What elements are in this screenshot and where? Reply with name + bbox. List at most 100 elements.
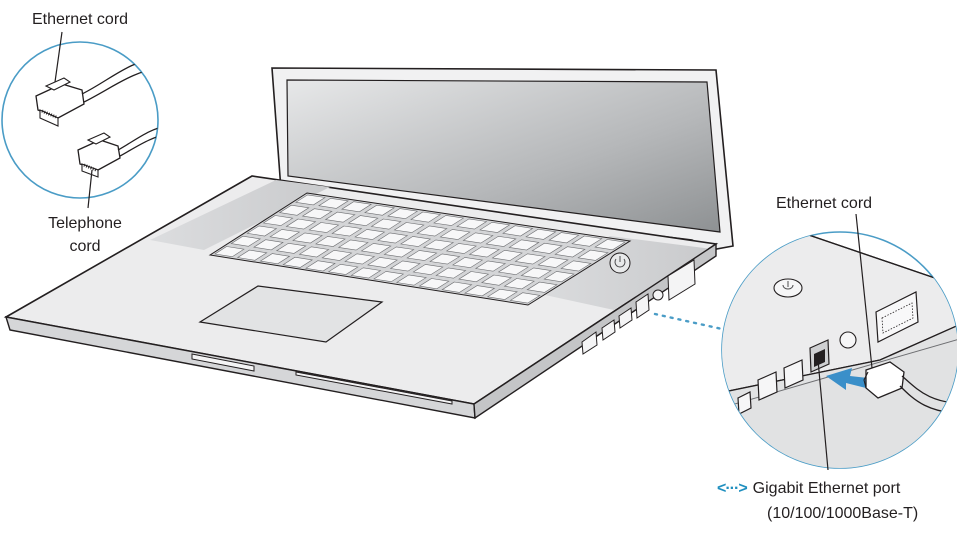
key (298, 246, 330, 258)
ethernet-cord-label-right: Ethernet cord (776, 195, 873, 212)
key (468, 246, 500, 258)
ethernet-plug-icon (35, 57, 158, 127)
key (410, 211, 442, 223)
key (462, 232, 494, 244)
telephone-cord-label: Telephone cord (40, 214, 130, 256)
key (246, 225, 278, 237)
key (486, 288, 518, 300)
key (458, 271, 490, 283)
key (331, 225, 363, 237)
key (269, 229, 301, 240)
key (347, 215, 379, 227)
key (502, 225, 534, 237)
key (422, 239, 455, 251)
key (543, 271, 575, 283)
key (474, 260, 507, 272)
key (560, 260, 592, 272)
power-button-icon (609, 252, 631, 274)
key (525, 228, 557, 240)
key (452, 257, 484, 269)
key (230, 235, 262, 247)
insert-arrow-icon (826, 368, 868, 390)
key (491, 249, 523, 261)
key (479, 221, 511, 233)
key (554, 246, 586, 258)
side-ports (581, 259, 696, 355)
ethernet-port-icon (809, 339, 830, 373)
key (253, 239, 284, 251)
key (295, 194, 326, 206)
key (526, 281, 558, 293)
key (508, 239, 540, 251)
key (282, 256, 314, 268)
key (370, 218, 402, 230)
key (456, 218, 488, 230)
key (439, 229, 471, 240)
port-closeup-inset (721, 213, 957, 471)
key (400, 236, 432, 247)
key (429, 253, 461, 265)
key (503, 278, 535, 290)
key (373, 271, 405, 283)
key (395, 274, 427, 286)
key (364, 204, 396, 216)
key (464, 285, 496, 297)
key (341, 201, 373, 213)
key (214, 246, 245, 258)
key (354, 229, 386, 240)
key (571, 235, 603, 247)
key (383, 246, 415, 258)
key (387, 208, 419, 220)
ethernet-cord-label-left: Ethernet cord (32, 11, 129, 28)
telephone-cord-label-line1: Telephone (48, 215, 122, 232)
gigabit-port-label: <···>Gigabit Ethernet port (717, 479, 900, 498)
key (433, 215, 465, 226)
key (520, 267, 552, 279)
key (441, 281, 473, 293)
key (337, 239, 369, 251)
gigabit-port-spec-label: (10/100/1000Base-T) (767, 505, 919, 522)
key (485, 235, 517, 247)
key (321, 249, 353, 261)
key (537, 256, 569, 268)
key (412, 264, 444, 276)
key (548, 232, 580, 244)
gigabit-port-label-line1: Gigabit Ethernet port (752, 480, 901, 497)
key (514, 253, 546, 265)
cord-comparison-inset (1, 31, 159, 209)
key (509, 292, 541, 304)
key (315, 236, 346, 247)
key (418, 278, 450, 290)
key (308, 222, 340, 233)
key (393, 222, 425, 233)
key (445, 243, 477, 254)
ethernet-plug-icon (863, 361, 957, 415)
key (318, 197, 349, 209)
key (275, 242, 307, 254)
key (292, 232, 323, 244)
key (350, 267, 382, 279)
laptop-illustration (3, 67, 734, 420)
key (435, 267, 467, 279)
trackpad (198, 285, 384, 343)
key (262, 215, 294, 226)
key (327, 263, 359, 275)
key (236, 249, 268, 261)
power-button-icon (773, 278, 803, 298)
key (305, 260, 336, 272)
ethernet-port-icon: <···> (717, 480, 748, 497)
key (497, 264, 529, 276)
key (278, 204, 310, 216)
telephone-plug-icon (77, 125, 158, 178)
key (324, 211, 356, 223)
key (577, 249, 609, 261)
laptop-screen (286, 79, 721, 233)
key (360, 243, 392, 254)
key (594, 239, 626, 251)
key (389, 260, 421, 272)
key (406, 250, 438, 261)
key (531, 242, 563, 254)
key (416, 225, 448, 237)
